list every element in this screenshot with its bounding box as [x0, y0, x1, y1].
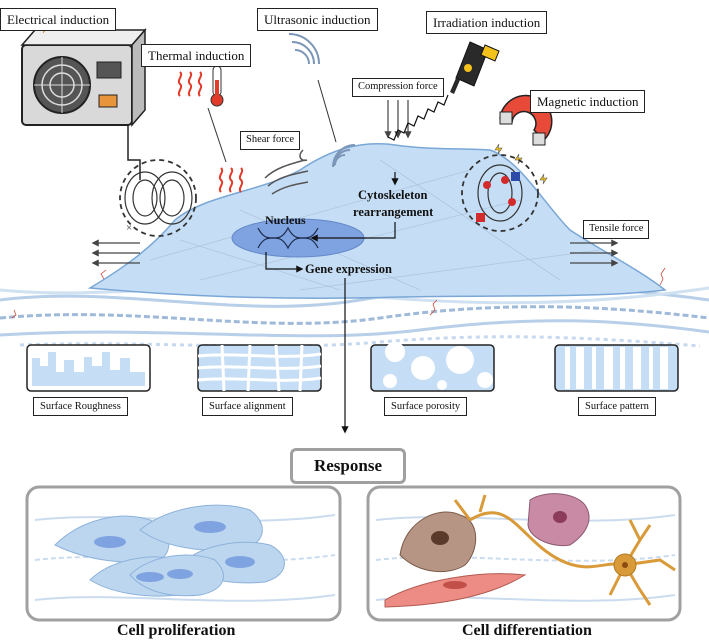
- ultrasonic-induction-label: Ultrasonic induction: [257, 8, 378, 31]
- cytoskeleton-label-line2: rearrangement: [353, 205, 434, 219]
- magnetic-field-icon: [461, 154, 539, 232]
- shear-force-icon: [264, 149, 309, 195]
- muscle-cell: [384, 573, 527, 608]
- power-supply-icon: [20, 27, 147, 128]
- shear-force-label: Shear force: [240, 131, 301, 150]
- irradiation-induction-label: Irradiation induction: [426, 11, 548, 34]
- neuron-cell: [453, 494, 676, 606]
- magnetic-induction-label: Magnetic induction: [530, 90, 646, 113]
- electric-field-icon: ×: [119, 159, 197, 237]
- response-title: Response: [290, 448, 406, 484]
- electrical-induction-label: Electrical induction: [0, 8, 117, 31]
- surface-roughness-label: Surface Roughness: [33, 397, 128, 416]
- tensile-arrows-left: [91, 239, 140, 267]
- cytoskeleton-label-line1: Cytoskeleton: [358, 188, 428, 202]
- compression-force-label: Compression force: [352, 78, 444, 97]
- surface-porosity-label: Surface porosity: [384, 397, 468, 416]
- thermometer-icon: [210, 65, 224, 107]
- brown-cell: [399, 511, 477, 573]
- cyto-arrow: [310, 222, 396, 242]
- pink-cell: [527, 493, 590, 547]
- thermal-induction-label: Thermal induction: [141, 44, 252, 67]
- dna-icon: [257, 226, 319, 250]
- tensile-force-label: Tensile force: [583, 220, 650, 239]
- tensile-arrows-right: [570, 239, 619, 267]
- neuron-nucleus: [622, 562, 628, 568]
- heat-wave-icons: [177, 71, 244, 193]
- surface-alignment-box: [197, 344, 322, 392]
- nucleus-label: Nucleus: [265, 213, 306, 227]
- cell-body: [87, 142, 667, 300]
- irradiation-coil: [387, 94, 449, 141]
- irradiation-device-icon: [450, 41, 500, 94]
- surface-porosity-box: [370, 342, 495, 392]
- gene-arrow: [265, 252, 304, 273]
- power-cable: [127, 125, 141, 180]
- thermal-pointer: [207, 107, 227, 163]
- cell-differentiation-label: Cell differentiation: [462, 622, 592, 639]
- surface-pattern-label: Surface pattern: [578, 397, 656, 416]
- gene-expression-label: Gene expression: [305, 262, 392, 276]
- ultrasonic-pointer: [317, 79, 337, 143]
- proliferation-nuclei: [94, 521, 255, 582]
- cell-proliferation-label: Cell proliferation: [117, 622, 236, 639]
- surface-pattern-box: [554, 344, 679, 392]
- ultrasonic-wave-icon: [288, 33, 356, 168]
- surface-roughness-box: [26, 344, 151, 392]
- svg-text:×: ×: [126, 222, 132, 234]
- surface-alignment-label: Surface alignment: [202, 397, 293, 416]
